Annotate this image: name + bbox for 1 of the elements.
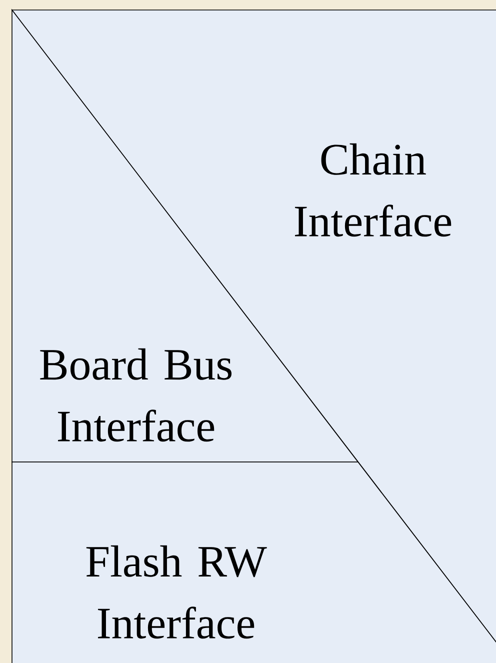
interface-region: Flash RW Interface (12, 462, 496, 663)
